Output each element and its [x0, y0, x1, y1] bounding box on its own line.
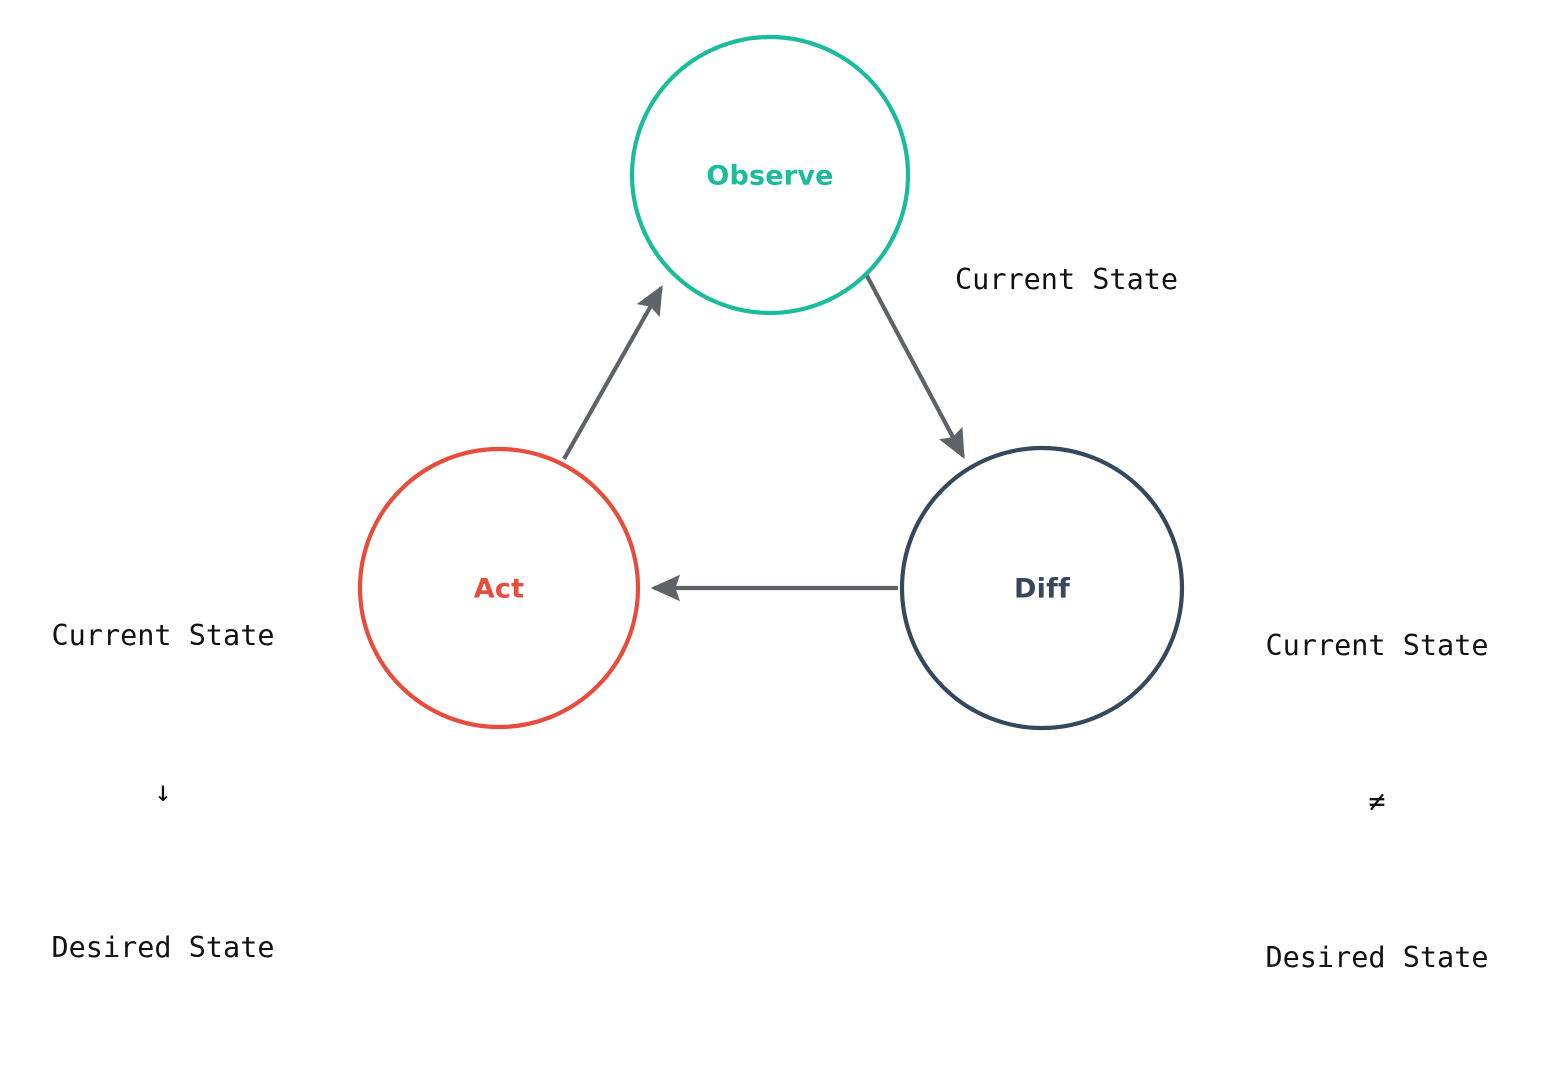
annotation-observe-line1: Current State — [955, 263, 1179, 296]
node-diff[interactable]: Diff — [899, 445, 1185, 731]
node-observe-circle[interactable] — [629, 34, 911, 316]
annotation-diff-line2: Desired State — [1265, 941, 1489, 974]
annotation-act: Current State ↓ Desired State — [8, 506, 318, 1078]
edge-observe-to-diff — [864, 273, 965, 459]
annotation-diff: Current State ≠ Desired State — [1222, 516, 1532, 1088]
annotation-diff-line1: Current State — [1265, 629, 1489, 662]
node-act-circle[interactable] — [357, 446, 641, 730]
annotation-act-line2: Desired State — [51, 931, 275, 964]
diagram-canvas: Observe Act Diff Current State Current S… — [51, 34, 1489, 974]
edge-act-to-observe — [562, 285, 663, 461]
node-diff-circle[interactable] — [899, 445, 1185, 731]
loop-diagram-svg: Observe Act Diff — [357, 34, 1185, 731]
annotation-act-line1: Current State — [51, 619, 275, 652]
node-diff-label: Diff — [1014, 574, 1070, 605]
down-arrow-icon: ↓ — [154, 775, 172, 808]
node-act[interactable]: Act — [357, 446, 641, 730]
not-equal-icon: ≠ — [1368, 785, 1386, 818]
node-act-label: Act — [474, 574, 524, 605]
node-observe[interactable]: Observe — [629, 34, 911, 316]
node-observe-label: Observe — [706, 161, 833, 192]
annotation-observe: Current State — [955, 150, 1245, 410]
